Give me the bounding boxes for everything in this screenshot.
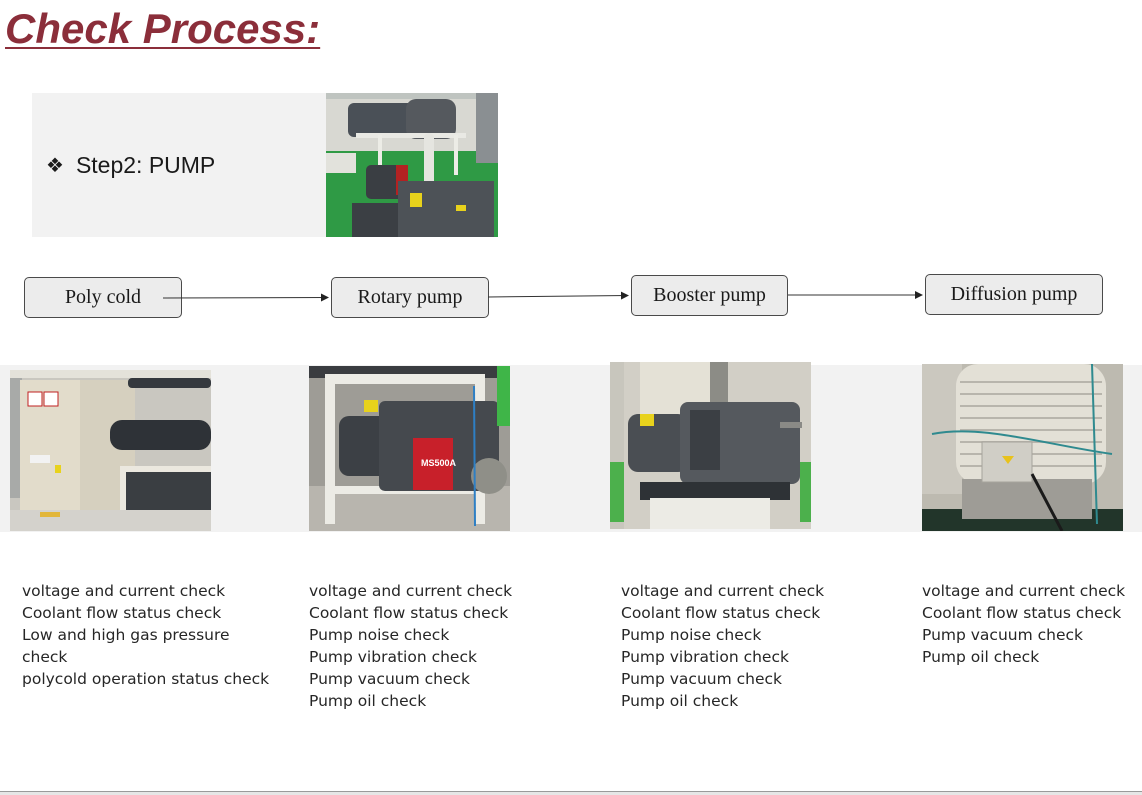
checklist-booster-pump: voltage and current check Coolant flow s… — [621, 580, 824, 712]
step-heading: ❖ Step2: PUMP — [46, 152, 215, 179]
checklist-item: polycold operation status check — [22, 670, 270, 688]
checklist-item: Pump noise check — [621, 626, 762, 644]
flow-node-label: Poly cold — [64, 286, 142, 308]
checklist-item: voltage and current check — [309, 582, 513, 600]
checklist-item: Coolant flow status check — [22, 604, 222, 622]
checklist-item: Pump oil check — [621, 692, 739, 710]
checklist-item: Pump vacuum check — [621, 670, 783, 688]
checklist-item: voltage and current check — [621, 582, 825, 600]
arrow-rotary-to-booster — [487, 291, 629, 300]
checklist-item: check — [22, 648, 68, 666]
checklist-item: voltage and current check — [922, 582, 1126, 600]
flow-node-diffusion-pump: Diffusion pump — [925, 274, 1103, 315]
checklist-item: Pump vacuum check — [922, 626, 1084, 644]
checklist-item: Coolant flow status check — [922, 604, 1122, 622]
diffusion-pump-photo — [922, 364, 1123, 531]
checklist-poly-cold: voltage and current check Coolant flow s… — [22, 580, 269, 690]
rotary-pump-photo: MS500A — [309, 366, 510, 531]
step-label: Step2: PUMP — [75, 152, 216, 178]
pump-overview-photo — [326, 93, 498, 237]
checklist-item: Coolant flow status check — [309, 604, 509, 622]
checklist-item: Pump oil check — [309, 692, 427, 710]
diamond-bullet-icon: ❖ — [46, 155, 64, 177]
checklist-item: Pump vacuum check — [309, 670, 471, 688]
page-title: Check Process: — [5, 5, 321, 52]
checklist-diffusion-pump: voltage and current check Coolant flow s… — [922, 580, 1125, 668]
flow-node-label: Booster pump — [653, 284, 766, 306]
flow-node-rotary-pump: Rotary pump — [331, 277, 489, 318]
svg-text:MS500A: MS500A — [421, 458, 457, 468]
flow-node-booster-pump: Booster pump — [631, 275, 788, 316]
flow-node-label: Rotary pump — [357, 286, 463, 308]
flow-node-label: Diffusion pump — [950, 283, 1078, 305]
bottom-divider — [0, 791, 1142, 792]
checklist-item: Pump vibration check — [621, 648, 789, 666]
checklist-item: Low and high gas pressure — [22, 626, 230, 644]
checklist-rotary-pump: voltage and current check Coolant flow s… — [309, 580, 512, 712]
checklist-item: Coolant flow status check — [621, 604, 821, 622]
booster-pump-photo — [610, 362, 811, 529]
checklist-item: voltage and current check — [22, 582, 226, 600]
step-panel — [32, 93, 326, 237]
bottom-edge — [0, 792, 1142, 795]
checklist-item: Pump oil check — [922, 648, 1040, 666]
checklist-item: Pump noise check — [309, 626, 450, 644]
flow-node-poly-cold: Poly cold — [24, 277, 182, 318]
arrow-poly-to-rotary — [162, 293, 329, 302]
checklist-item: Pump vibration check — [309, 648, 477, 666]
polycold-photo — [10, 370, 211, 531]
